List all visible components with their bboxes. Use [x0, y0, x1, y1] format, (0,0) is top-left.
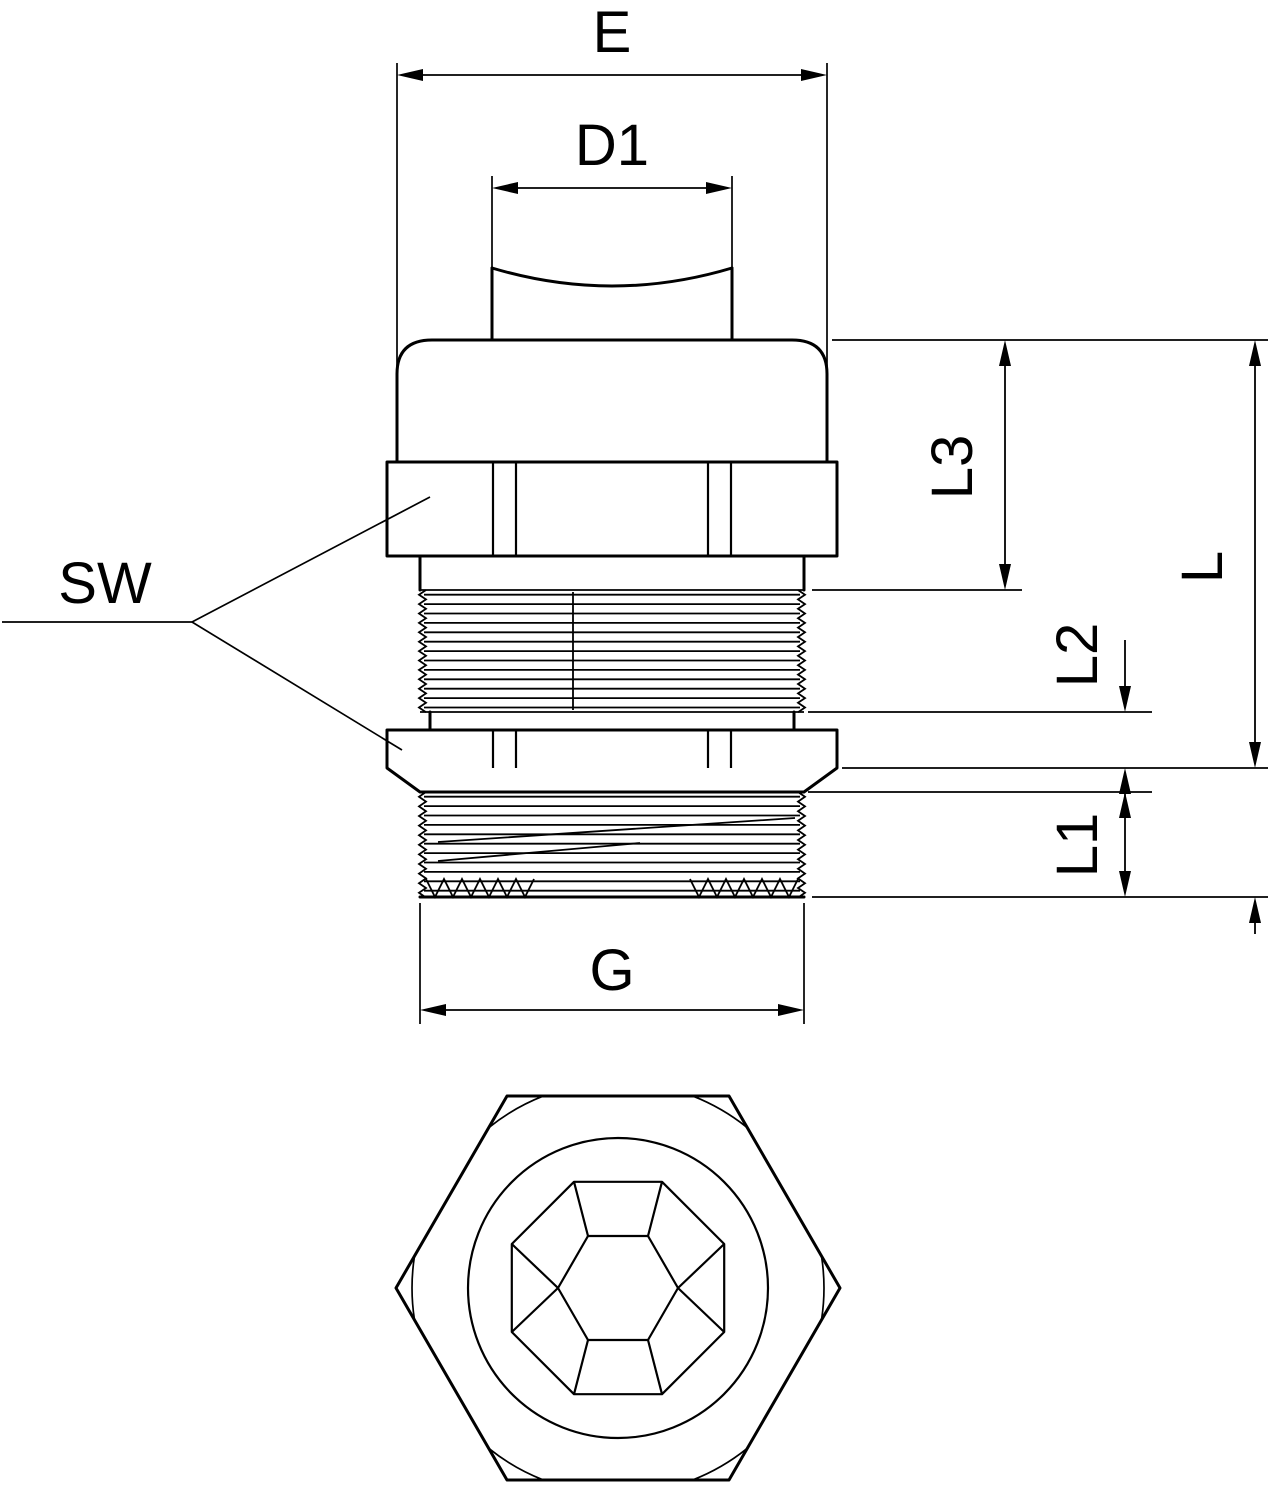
- thread-runout-lines: [437, 817, 796, 862]
- upper-nut-facets: [491, 462, 733, 556]
- upper-thread: [417, 589, 807, 713]
- segment-line-2: [646, 1339, 664, 1395]
- chamfer-arc-top-left: [488, 1095, 544, 1128]
- cap-outline: [395, 338, 829, 464]
- thread-serration-left: [425, 876, 535, 900]
- dimension-l1: L1: [1045, 792, 1131, 897]
- arrowhead-chain-l: [1249, 897, 1261, 923]
- thread-serration-right: [689, 876, 799, 900]
- upper-shank: [418, 554, 806, 592]
- neck: [428, 710, 796, 732]
- ext-lines-g: [419, 903, 805, 1024]
- segment-line-6: [572, 1181, 590, 1237]
- dim-label-l3: L3: [920, 435, 985, 500]
- lower-thread-zigzag-right: [796, 791, 807, 899]
- dim-label-sw: SW: [58, 551, 152, 616]
- arrowhead-up-l2: [1119, 768, 1131, 794]
- lower-thread: [417, 791, 807, 900]
- seal-outer-circle: [466, 1136, 770, 1440]
- sw-leader-lower-nut: [191, 621, 403, 751]
- dimension-l3: L3: [920, 340, 1011, 590]
- ext-lines-e: [396, 63, 828, 366]
- arrowhead-right-e: [801, 69, 827, 81]
- arrowhead-right-d1: [706, 182, 732, 194]
- upper-hex-nut: [385, 460, 839, 558]
- upper-nut-outline: [385, 460, 839, 558]
- dimension-e: E: [396, 0, 828, 366]
- chamfer-arc-top-right: [692, 1095, 748, 1128]
- upper-thread-zigzag-left: [417, 589, 428, 713]
- lower-nut-facets: [491, 730, 733, 768]
- arrowhead-top-l3: [999, 340, 1011, 366]
- ext-lines-d1: [491, 176, 733, 270]
- segment-line-5: [511, 1243, 559, 1289]
- arrowhead-left-g: [420, 1004, 446, 1016]
- arrowhead-top-l: [1249, 340, 1261, 366]
- chamfer-arc-right: [820, 1256, 825, 1320]
- extension-lines-right: [808, 339, 1268, 898]
- segment-line-8: [677, 1243, 725, 1289]
- lower-thread-lines: [424, 795, 800, 892]
- arrowhead-bottom-l: [1249, 742, 1261, 768]
- dimension-l: L: [1170, 340, 1261, 934]
- arrowhead-left-d1: [492, 182, 518, 194]
- bottom-view: [394, 1094, 842, 1482]
- hex-nut-outline: [394, 1094, 842, 1482]
- arrowhead-right-g: [778, 1004, 804, 1016]
- shank-edges: [418, 554, 806, 592]
- cable-break-line: [490, 266, 734, 288]
- segment-line-4: [511, 1287, 559, 1333]
- arrowhead-bottom-l3: [999, 564, 1011, 590]
- cable-stub: [490, 266, 734, 342]
- dimension-d1: D1: [491, 113, 733, 270]
- segment-line-7: [646, 1181, 664, 1237]
- dome-cap: [395, 338, 829, 464]
- segment-line-3: [572, 1339, 590, 1395]
- upper-thread-zigzag-right: [796, 589, 807, 713]
- upper-thread-lines: [424, 593, 800, 709]
- dimension-g: G: [419, 903, 805, 1024]
- lower-hex-nut: [385, 728, 839, 794]
- lower-nut-outline: [385, 728, 839, 794]
- dim-label-l1: L1: [1045, 813, 1110, 878]
- chamfer-arc-left: [411, 1256, 416, 1320]
- chamfer-arc-bottom-left: [488, 1448, 544, 1481]
- arrowhead-down-l2: [1119, 686, 1131, 712]
- hex-chamfer-arcs: [411, 1095, 825, 1481]
- side-view: [385, 266, 839, 900]
- sw-leader-upper-nut: [191, 496, 431, 623]
- neck-edges: [428, 710, 796, 732]
- arrowhead-bottom-l1: [1119, 871, 1131, 897]
- dimension-l2: L2: [1045, 623, 1131, 812]
- dim-label-l2: L2: [1045, 623, 1110, 688]
- dim-label-l: L: [1170, 551, 1235, 583]
- lower-thread-zigzag-left: [417, 791, 428, 899]
- dim-label-d1: D1: [575, 113, 649, 178]
- dimension-sw: SW: [2, 496, 431, 751]
- lamella-segment-lines: [511, 1181, 725, 1395]
- chamfer-arc-bottom-right: [692, 1448, 748, 1481]
- arrowhead-left-e: [397, 69, 423, 81]
- arrowhead-top-l1: [1119, 792, 1131, 818]
- segment-line-1: [677, 1287, 725, 1333]
- dim-label-g: G: [589, 938, 634, 1003]
- dim-label-e: E: [593, 0, 632, 65]
